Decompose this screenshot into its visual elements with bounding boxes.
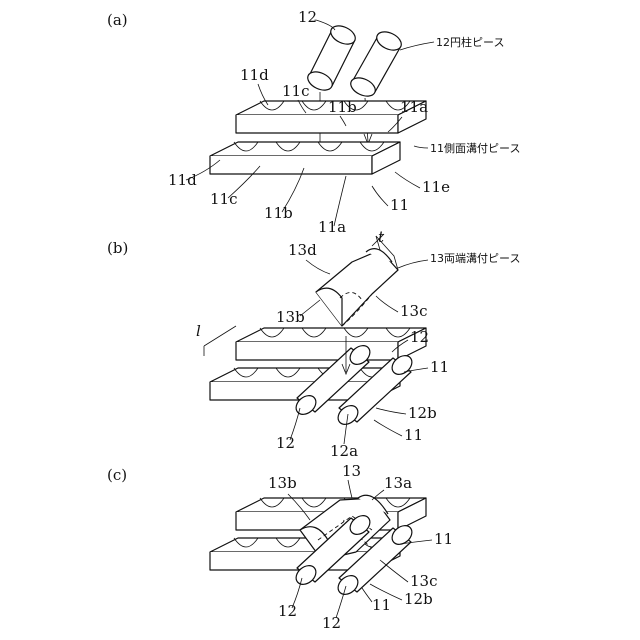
label-11-c-bottom: 11 [372,596,391,614]
label-11b-top: 11b [328,98,357,116]
label-11c-top: 11c [282,82,310,100]
label-12b-c: 12b [404,590,433,608]
label-11a-bottom: 11a [318,218,346,236]
label-end-groove-piece: 13両端溝付ピース [430,252,520,265]
label-12-c-left: 12 [278,602,297,620]
label-13b-b: 13b [276,308,305,326]
label-13b-c: 13b [268,474,297,492]
panel-a-tag: (a) [107,11,128,29]
label-cylinder-piece: 12円柱ピース [436,35,504,49]
label-11e: 11e [422,178,450,196]
panel-b: (b) t 13d 13両端溝付ピース 13b 13c l [107,228,520,460]
label-13-c: 13 [342,462,361,480]
panel-b-tag: (b) [107,239,128,257]
panel-c-tag: (c) [107,466,127,484]
panel-c: (c) 13 13b 13a 11 13c 12b 12 12 11 [107,462,453,632]
label-11d-top: 11d [240,66,269,84]
label-11a-top: 11a [400,98,428,116]
label-12-b-left: 12 [276,434,295,452]
label-13d: 13d [288,241,317,259]
panel-a: (a) 12 12円柱ピース 11d 11c 11b 11a [107,8,520,236]
side-groove-piece-top-b [236,328,426,360]
label-12b-b: 12b [408,404,437,422]
label-side-groove-piece: 11側面溝付ピース [430,142,520,155]
label-12-c-bottom: 12 [322,614,341,632]
label-13c-c: 13c [410,572,438,590]
label-11-a: 11 [390,196,409,214]
label-13a-c: 13a [384,474,412,492]
label-11b-bottom: 11b [264,204,293,222]
label-12-b-top: 12 [410,328,429,346]
label-11d-bottom: 11d [168,171,197,189]
label-11-b-right: 11 [430,358,449,376]
end-groove-piece [316,236,398,326]
label-12a: 12a [330,442,358,460]
label-l: l [196,322,201,340]
label-11-b-bottom: 11 [404,426,423,444]
label-13c-b: 13c [400,302,428,320]
label-11-c-right: 11 [434,530,453,548]
side-groove-piece-bottom [210,142,400,174]
cylinder-piece-right [348,28,404,99]
label-12: 12 [298,8,317,26]
